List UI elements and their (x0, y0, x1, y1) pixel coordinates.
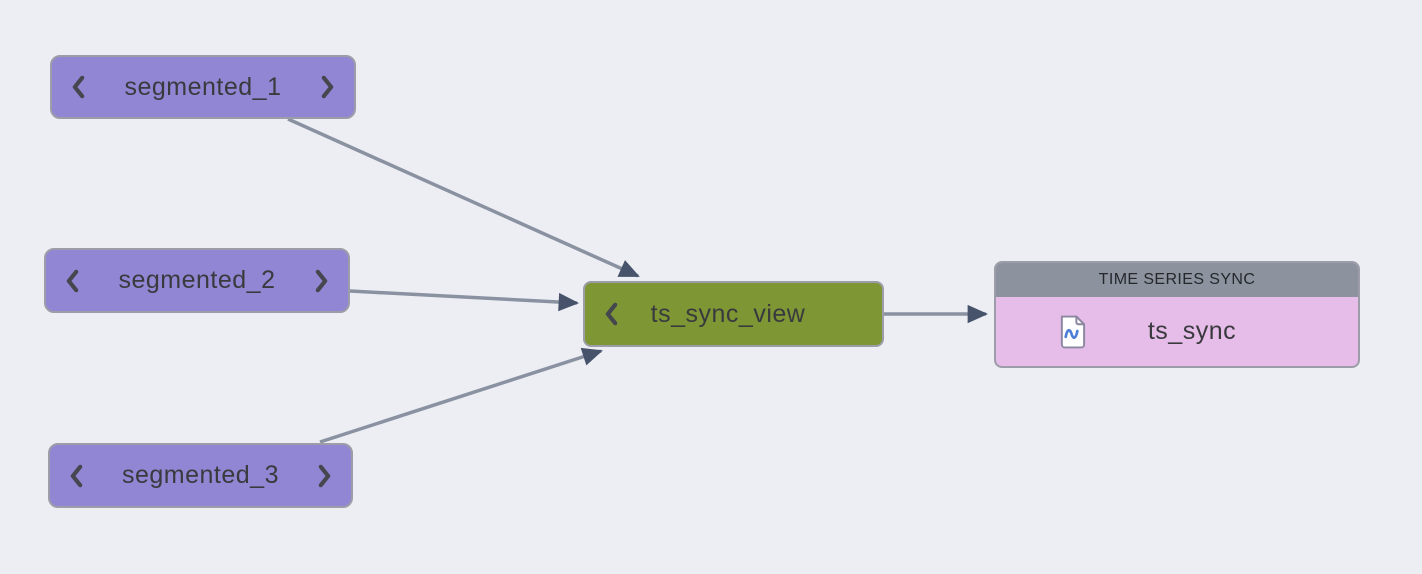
edge-segmented2-to-view (349, 289, 580, 312)
recipe-output-row[interactable]: ts_sync (996, 297, 1358, 366)
chevron-left-icon[interactable] (64, 269, 81, 293)
chevron-right-icon[interactable] (316, 464, 333, 488)
dataset-node-segmented-2[interactable]: segmented_2 (44, 248, 350, 313)
node-label: segmented_1 (124, 72, 282, 101)
chevron-right-icon[interactable] (319, 75, 336, 99)
node-label: segmented_2 (118, 266, 276, 294)
view-node-ts-sync-view[interactable]: ts_sync_view (583, 281, 884, 347)
node-label: ts_sync_view (650, 299, 806, 328)
node-label: ts_sync (1147, 317, 1237, 345)
recipe-node-time-series-sync[interactable]: TIME SERIES SYNC ts_sync (994, 261, 1360, 368)
node-label: segmented_3 (121, 461, 279, 489)
chevron-left-icon[interactable] (68, 464, 85, 488)
timeseries-dataset-icon (1058, 314, 1087, 349)
chevron-left-icon[interactable] (70, 75, 87, 99)
dataset-node-segmented-1[interactable]: segmented_1 (50, 55, 356, 119)
chevron-left-icon[interactable] (603, 302, 620, 326)
recipe-type-header: TIME SERIES SYNC (996, 263, 1358, 297)
dataset-node-segmented-3[interactable]: segmented_3 (48, 443, 353, 508)
edge-segmented3-to-view (319, 347, 603, 444)
edge-segmented1-to-view (287, 117, 640, 278)
chevron-right-icon[interactable] (313, 269, 330, 293)
